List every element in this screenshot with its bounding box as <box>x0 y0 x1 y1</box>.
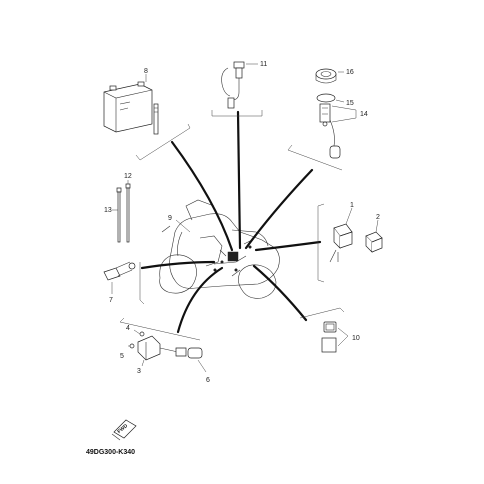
sender-assembly: 16 15 14 <box>315 68 368 159</box>
callout-7: 7 <box>109 297 113 304</box>
callout-5: 5 <box>120 353 124 360</box>
sensor-part-11: 11 <box>221 61 267 109</box>
callout-2: 2 <box>376 214 380 221</box>
bolts-12-13: 12 13 <box>104 173 132 243</box>
connector-lines <box>140 110 322 334</box>
callout-1: 1 <box>350 202 354 209</box>
sensor-part-7: 7 <box>103 261 136 304</box>
callout-11: 11 <box>260 61 267 68</box>
group-frames <box>119 110 345 341</box>
callout-15: 15 <box>346 100 354 107</box>
fwd-arrow-icon: FWD <box>111 419 137 441</box>
callout-13: 13 <box>104 207 112 214</box>
diagram-code: 49DG300-K340 <box>86 449 135 456</box>
callout-16: 16 <box>346 69 354 76</box>
callout-9: 9 <box>168 215 172 222</box>
callout-3: 3 <box>137 368 141 375</box>
ecu-unit <box>227 251 239 262</box>
callout-6: 6 <box>206 377 210 384</box>
battery-part: 8 <box>103 68 159 135</box>
callout-4: 4 <box>126 325 130 332</box>
relays-1-2: 1 2 <box>329 202 383 263</box>
connector-part-10: 10 <box>321 321 360 353</box>
callout-10: 10 <box>352 335 360 342</box>
harness-part-9: 9 <box>168 215 191 233</box>
callout-8: 8 <box>144 68 148 75</box>
horn-switch-group: 4 5 3 6 <box>120 325 210 384</box>
callout-12: 12 <box>124 173 132 180</box>
callout-14: 14 <box>360 111 368 118</box>
